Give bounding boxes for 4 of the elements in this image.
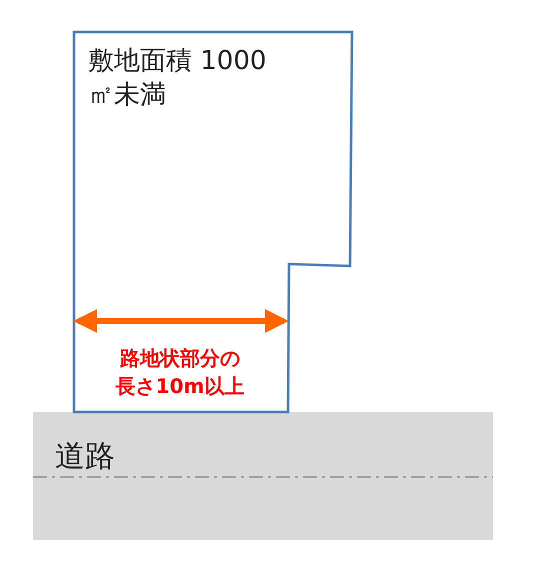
dimension-label: 路地状部分の長さ10m以上	[114, 345, 246, 400]
area-label: 敷地面積 1000㎡未満	[88, 45, 268, 112]
road-band	[33, 412, 493, 540]
road-label: 道路	[55, 438, 115, 476]
